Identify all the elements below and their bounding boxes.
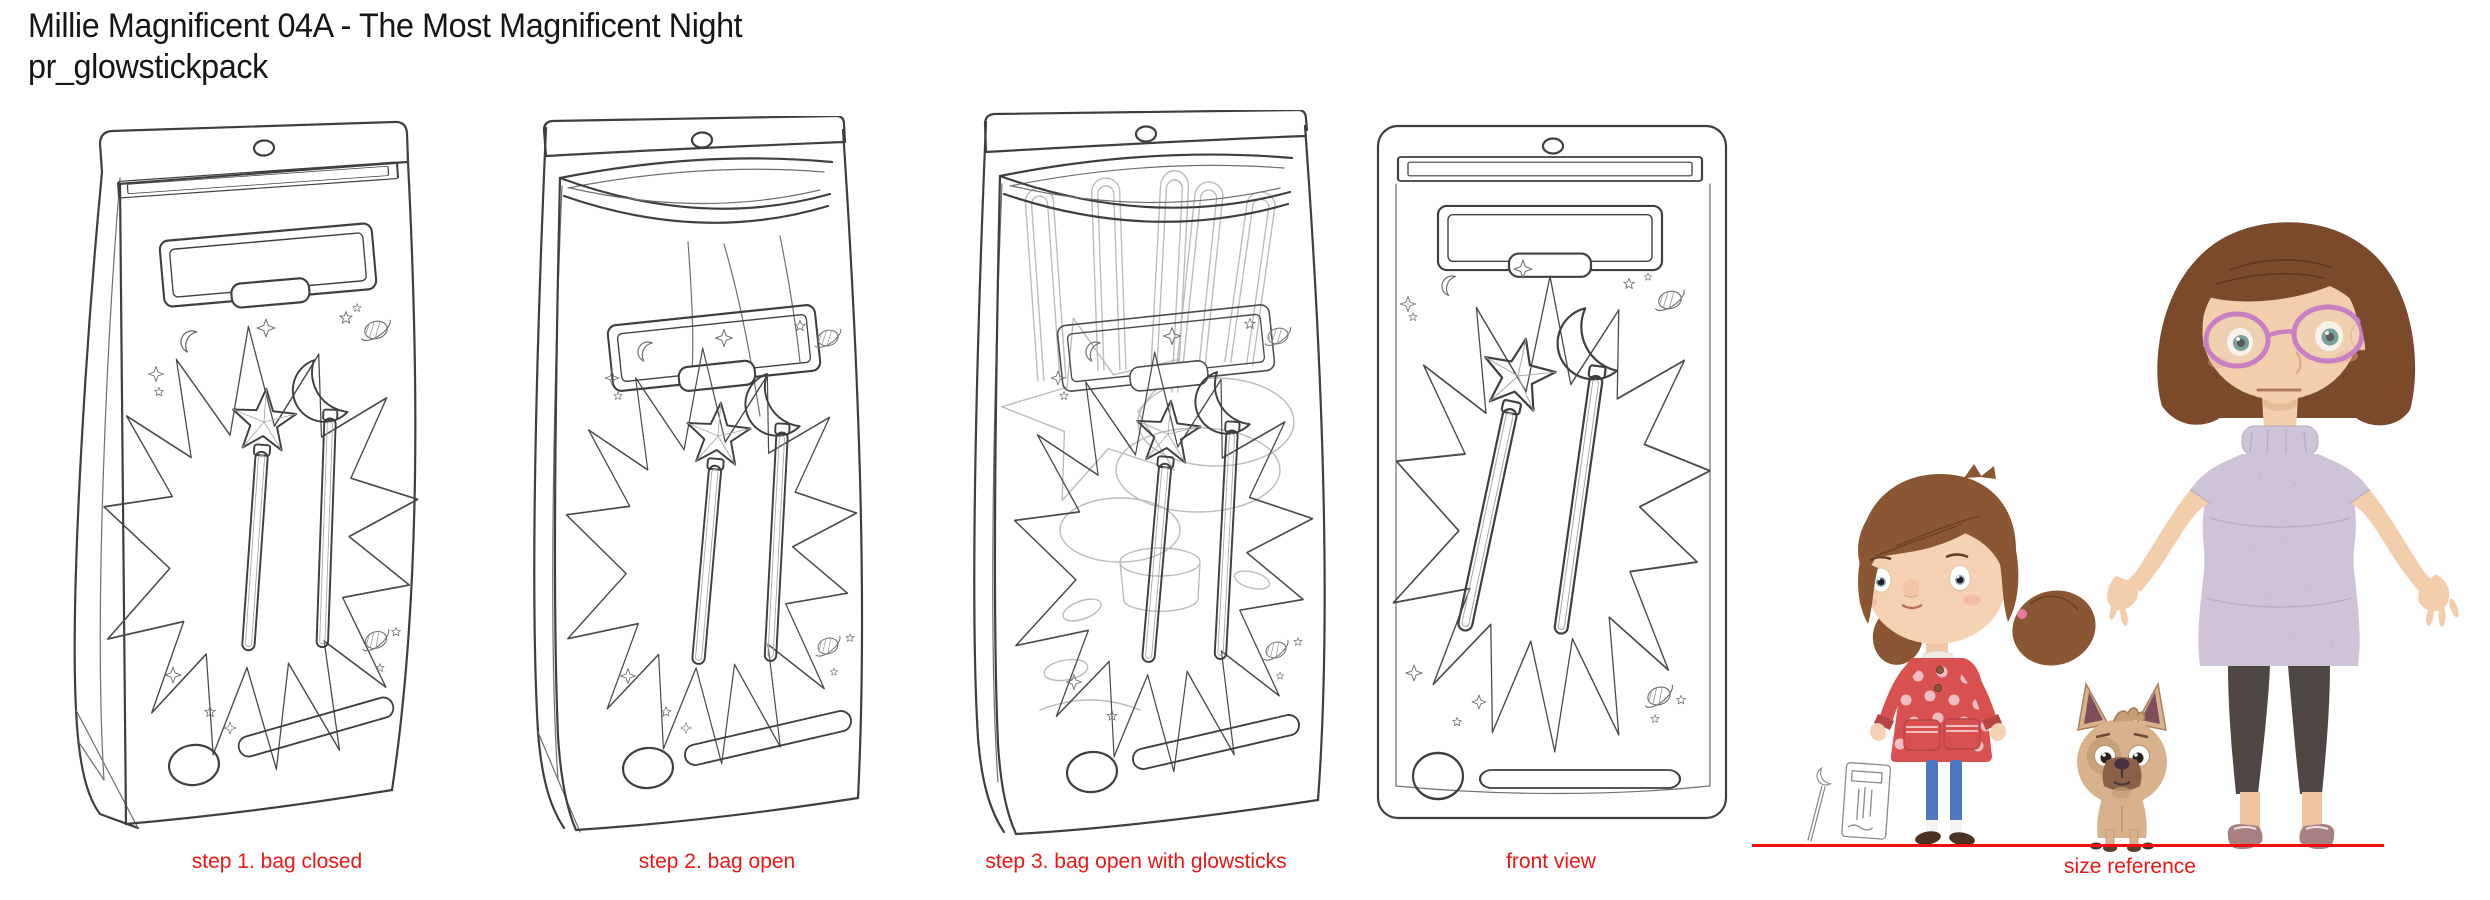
title-line-2: pr_glowstickpack xyxy=(28,48,268,86)
bag4-starburst xyxy=(1392,275,1711,753)
bag3-hang-hole-icon xyxy=(1134,125,1158,143)
bag4-seal-strip xyxy=(1396,155,1704,183)
caption-step3: step 3. bag open with glowsticks xyxy=(985,850,1287,873)
girl-pockets xyxy=(1903,718,1981,751)
woman-turtleneck-collar xyxy=(2241,425,2319,457)
size-reference-ground-line xyxy=(1752,844,2384,847)
bag3-outline xyxy=(973,110,1326,836)
girl-character xyxy=(1858,464,2096,846)
woman-glasses xyxy=(2191,304,2385,369)
girl-face xyxy=(1867,528,2005,644)
caption-step1: step 1. bag closed xyxy=(191,850,363,873)
girl-front-hair xyxy=(1858,464,2019,624)
girl-eyes xyxy=(1870,565,1971,593)
bag2-star-glowstick-icon xyxy=(665,398,754,668)
bag2-bottom-bar xyxy=(681,708,855,768)
woman-arms xyxy=(2107,490,2459,627)
girl-left-shoe xyxy=(1915,831,1941,845)
dog-nose xyxy=(2114,758,2130,770)
bag4-outline xyxy=(1376,124,1728,820)
dog-eyebrows xyxy=(2095,732,2149,739)
woman-left-ankle xyxy=(2240,792,2260,834)
bag4-bottom-oval xyxy=(1411,751,1465,801)
girl-hair-tie xyxy=(2017,609,2027,619)
girl-legs xyxy=(1926,760,1962,832)
girl-right-shoe xyxy=(1949,832,1975,846)
sheet-title: Millie Magnificent 04A - The Most Magnif… xyxy=(28,6,743,88)
caption-size-reference: size reference xyxy=(2064,855,2196,878)
bag4-label-window xyxy=(1436,204,1664,278)
bag2-bottom-oval xyxy=(619,744,677,792)
woman-shoes xyxy=(2227,824,2335,850)
dog-mouth xyxy=(2113,769,2131,786)
bag1-star-glowstick-icon xyxy=(215,385,299,654)
girl-sleeves xyxy=(1874,660,2002,730)
bag-step3-open-with-glowsticks-drawing xyxy=(973,110,1326,836)
woman-leggings xyxy=(2228,666,2330,794)
bag2-moon-glowstick-icon xyxy=(718,370,804,663)
bag2-label-window xyxy=(605,303,823,400)
caption-step2: step 2. bag open xyxy=(638,850,796,873)
bag3-label-window xyxy=(1055,303,1277,400)
woman-front-hair xyxy=(2186,239,2393,416)
bag3-star-glowstick-icon xyxy=(1115,396,1204,666)
glowstick-pack-scale-sketch xyxy=(1807,762,1892,842)
bag4-bottom-bar xyxy=(1478,768,1682,790)
bag2-hang-hole-icon xyxy=(690,131,714,149)
bag-step2-open-drawing xyxy=(533,116,867,833)
bag1-outline xyxy=(73,120,417,830)
dog-eyes xyxy=(2094,745,2150,767)
woman-sweater-dress xyxy=(2198,454,2360,666)
girl-dress-button xyxy=(1934,683,1943,692)
bag1-label-window xyxy=(158,221,379,316)
bag2-outline xyxy=(533,116,864,833)
dog-ears xyxy=(2077,681,2167,731)
bag2-starburst xyxy=(556,342,867,770)
title-line-1: Millie Magnificent 04A - The Most Magnif… xyxy=(28,7,743,45)
woman-right-ankle xyxy=(2302,792,2322,834)
woman-right-hand xyxy=(2417,574,2450,612)
bag1-hang-hole-icon xyxy=(252,138,276,158)
bag3-bottom-oval xyxy=(1063,748,1121,796)
bag-front-view-drawing xyxy=(1376,124,1728,820)
girl-left-hand xyxy=(1869,723,1887,741)
woman-character xyxy=(2107,222,2459,850)
bag4-hang-hole-icon xyxy=(1541,137,1565,155)
girl-right-hand xyxy=(1989,723,2007,741)
girl-mouth xyxy=(1901,604,1923,610)
dog-hair-tuft xyxy=(2113,707,2146,723)
girl-eyebrows xyxy=(1869,553,1969,562)
bag1-moon-glowstick-icon xyxy=(270,357,351,649)
girl-nose xyxy=(1903,579,1919,597)
woman-nose xyxy=(2295,351,2302,375)
girl-right-pigtail xyxy=(2012,590,2096,666)
bag-step1-closed-drawing xyxy=(73,120,433,830)
woman-eyes xyxy=(2227,321,2343,356)
bag3-moon-glowstick-icon xyxy=(1168,368,1254,661)
bag1-bottom-bar xyxy=(235,694,397,760)
woman-knit-texture xyxy=(2216,474,2340,648)
dog-character xyxy=(2077,681,2167,852)
caption-front-view: front view xyxy=(1506,850,1596,873)
girl-dress-button xyxy=(1936,665,1945,674)
